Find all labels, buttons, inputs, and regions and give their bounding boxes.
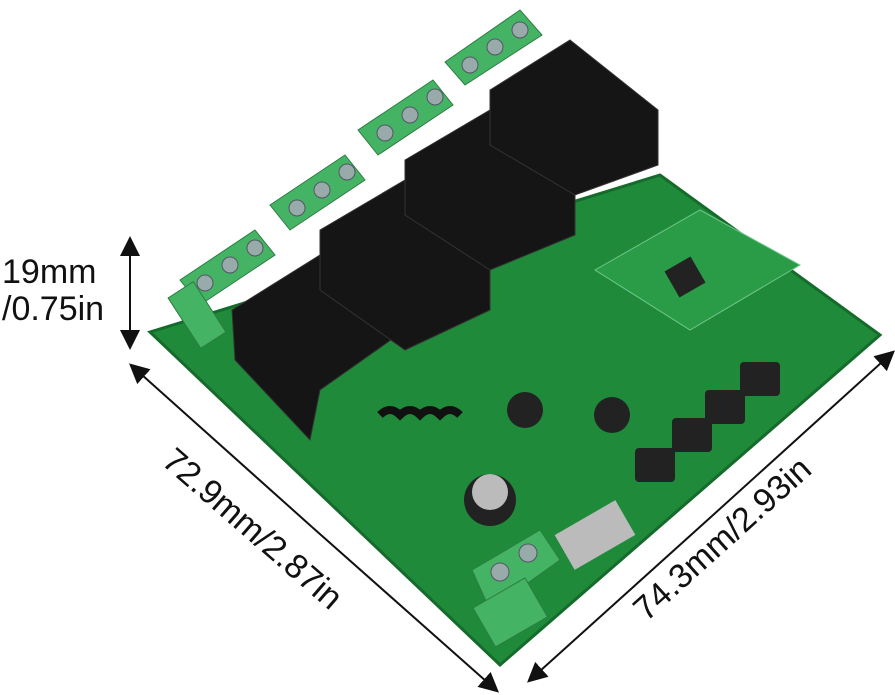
- relays: [231, 39, 659, 442]
- right-length-dimension-line: [711, 350, 895, 517]
- chip: [664, 256, 706, 298]
- usb-c-port: [554, 500, 636, 570]
- height-mm-label: 19mm: [2, 253, 97, 291]
- height-in-label: /0.75in: [2, 290, 105, 328]
- left-length-dimension-line: [129, 363, 313, 528]
- push-buttons: [635, 362, 780, 482]
